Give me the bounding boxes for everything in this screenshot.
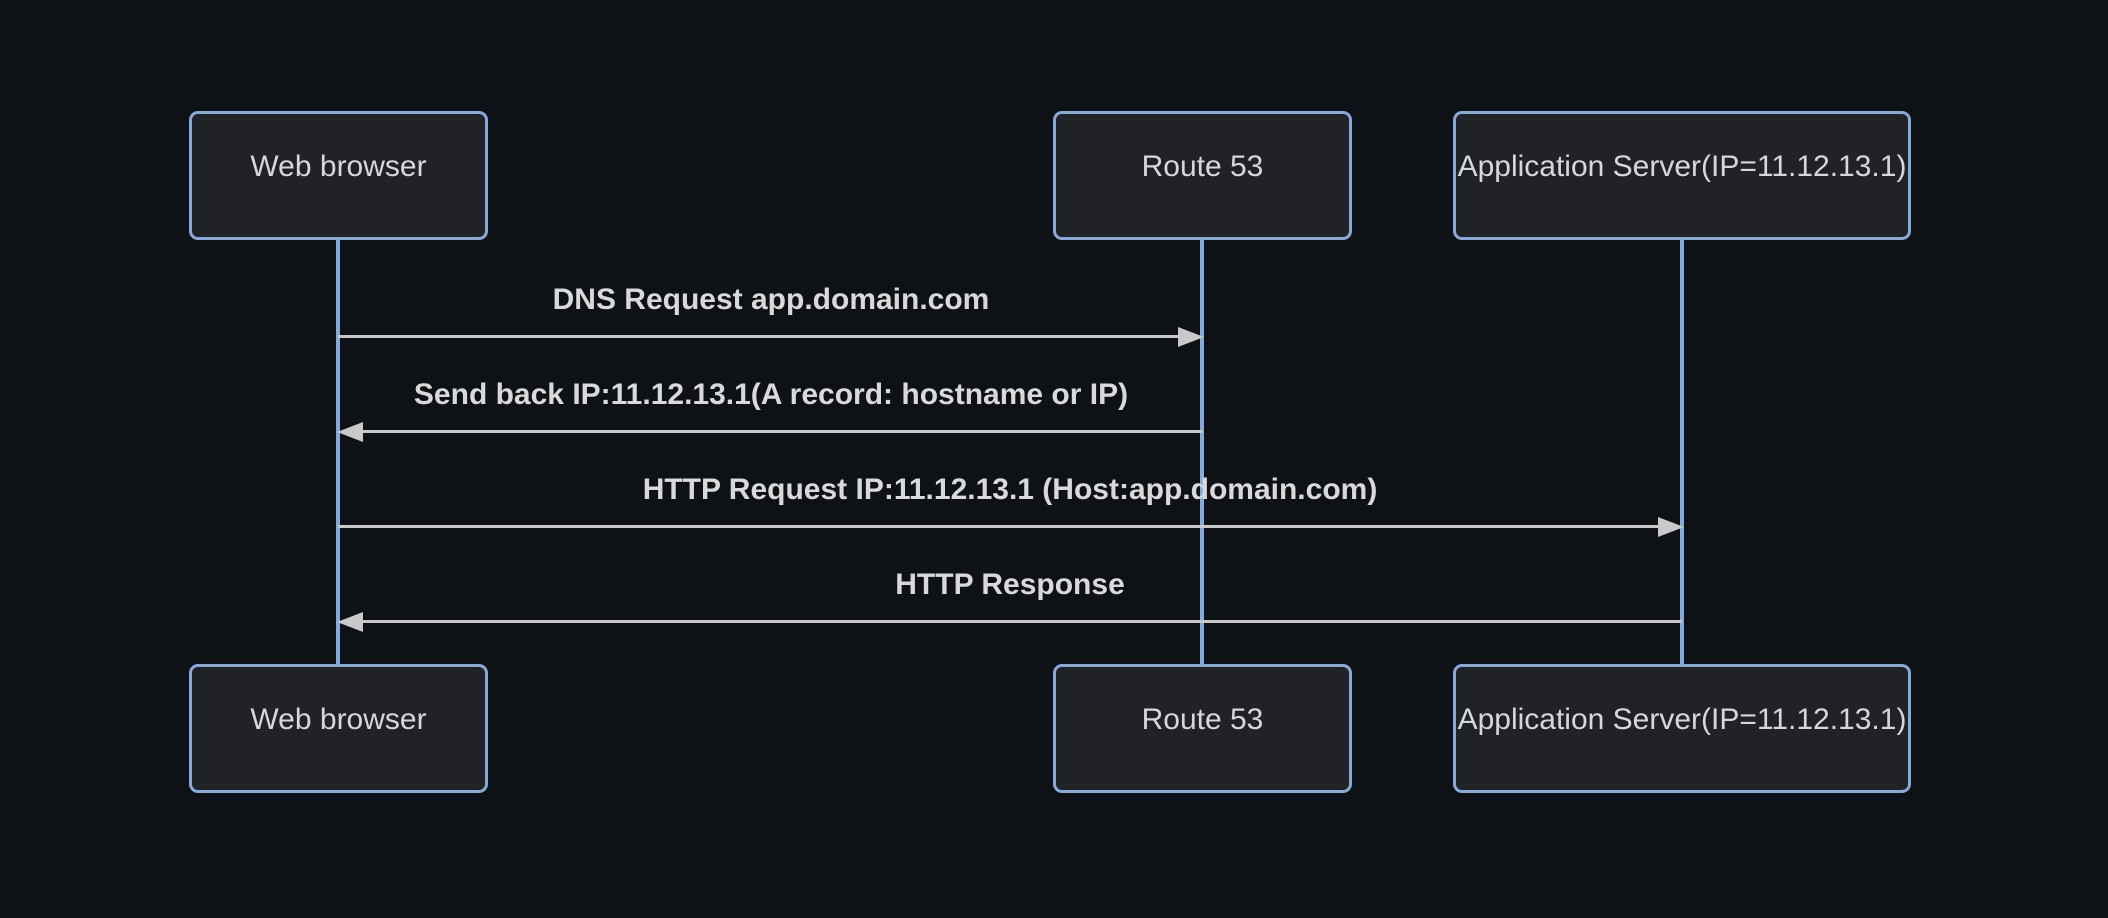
message-line-send-back-ip — [362, 430, 1203, 433]
actor-box-route-53-bottom: Route 53 — [1053, 664, 1352, 793]
actor-box-app-server-bottom: Application Server(IP=11.12.13.1) — [1453, 664, 1911, 793]
actor-label: Web browser — [250, 702, 427, 736]
actor-label: Web browser — [250, 149, 427, 183]
arrowhead-left-icon — [337, 612, 363, 632]
message-line-http-request — [338, 525, 1660, 528]
message-label-http-request: HTTP Request IP:11.12.13.1 (Host:app.dom… — [642, 473, 1378, 506]
actor-label: Route 53 — [1141, 149, 1264, 183]
lifeline-web-browser — [336, 240, 340, 664]
actor-label: Route 53 — [1141, 702, 1264, 736]
actor-box-route-53-top: Route 53 — [1053, 111, 1352, 240]
lifeline-app-server — [1680, 240, 1684, 664]
message-label-dns-request: DNS Request app.domain.com — [552, 283, 990, 316]
lifeline-route-53 — [1200, 240, 1204, 664]
actor-box-web-browser-top: Web browser — [189, 111, 488, 240]
actor-box-web-browser-bottom: Web browser — [189, 664, 488, 793]
actor-label: Application Server(IP=11.12.13.1) — [1457, 149, 1907, 183]
message-label-send-back-ip: Send back IP:11.12.13.1(A record: hostna… — [413, 378, 1129, 411]
message-line-http-response — [362, 620, 1682, 623]
arrowhead-right-icon — [1178, 327, 1204, 347]
message-label-http-response: HTTP Response — [895, 568, 1125, 601]
arrowhead-left-icon — [337, 422, 363, 442]
arrowhead-right-icon — [1658, 517, 1684, 537]
actor-box-app-server-top: Application Server(IP=11.12.13.1) — [1453, 111, 1911, 240]
actor-label: Application Server(IP=11.12.13.1) — [1457, 702, 1907, 736]
message-line-dns-request — [338, 335, 1180, 338]
